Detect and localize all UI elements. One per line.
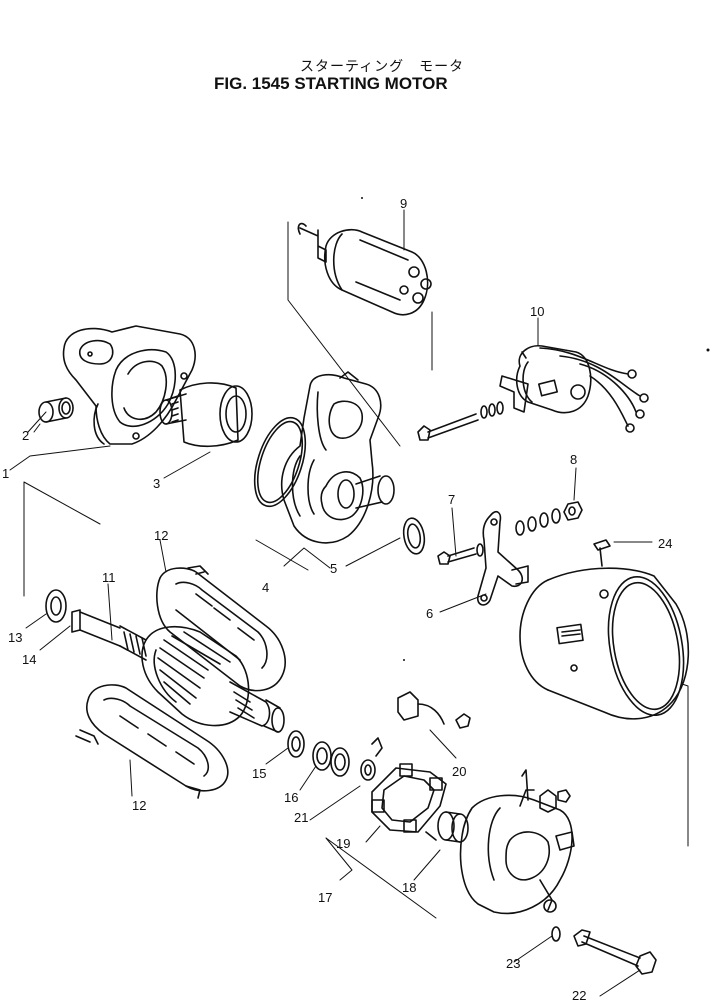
callout-10: 10 <box>530 304 544 319</box>
callout-labels: 1 2 3 4 5 6 7 8 9 10 11 12 12 13 14 15 1… <box>2 196 672 1003</box>
part-washer-13 <box>45 589 67 623</box>
callout-11: 11 <box>102 570 116 585</box>
callout-1: 1 <box>2 466 9 481</box>
part-front-housing <box>62 325 196 445</box>
part-washer-16 <box>312 741 350 777</box>
callout-3: 3 <box>153 476 160 491</box>
assembly-lines <box>23 411 689 847</box>
figure-title-japanese: スターティング モータ <box>300 59 465 75</box>
callout-24: 24 <box>658 536 672 551</box>
callout-19: 19 <box>336 836 350 851</box>
part-spring-bearing <box>360 737 383 781</box>
part-relay <box>499 344 649 433</box>
callout-4: 4 <box>262 580 269 595</box>
callout-9: 9 <box>400 196 407 211</box>
callout-8: 8 <box>570 452 577 467</box>
callout-7: 7 <box>448 492 455 507</box>
part-bushing-5 <box>402 517 426 555</box>
part-o-ring <box>253 416 307 508</box>
part-screw-24 <box>593 539 611 567</box>
part-through-bolt <box>573 929 657 975</box>
callout-17: 17 <box>318 890 332 905</box>
callout-5: 5 <box>330 561 337 576</box>
part-nuts-washers <box>515 501 583 536</box>
part-pinion-clutch <box>159 382 253 448</box>
part-magnetic-switch <box>297 222 432 316</box>
callout-6: 6 <box>426 606 433 621</box>
part-armature <box>71 609 285 733</box>
callout-2: 2 <box>22 428 29 443</box>
part-washer-23 <box>551 926 561 942</box>
callout-13: 13 <box>8 630 22 645</box>
callout-22: 22 <box>572 988 586 1003</box>
callout-14: 14 <box>22 652 36 667</box>
callout-21: 21 <box>294 810 308 825</box>
part-bushing-18 <box>437 811 469 843</box>
callout-20: 20 <box>452 764 466 779</box>
callout-12-upper: 12 <box>154 528 168 543</box>
part-lever <box>476 510 529 606</box>
part-field-coil-upper <box>156 565 286 692</box>
callout-15: 15 <box>252 766 266 781</box>
callout-12-lower: 12 <box>132 798 146 813</box>
callout-16: 16 <box>284 790 298 805</box>
part-lever-bolt <box>437 543 484 565</box>
stray-dots <box>361 197 710 661</box>
bracket-lines-9 <box>287 221 433 447</box>
callout-18: 18 <box>402 880 416 895</box>
part-field-coil-lower <box>75 684 229 799</box>
part-yoke <box>519 567 690 720</box>
part-rear-cover <box>459 769 575 915</box>
part-brush-lead <box>397 691 471 729</box>
figure-title: FIG. 1545 STARTING MOTOR <box>214 74 448 93</box>
leader-lines <box>9 209 653 997</box>
part-relay-bolt <box>417 401 504 441</box>
part-washer-15 <box>287 730 305 758</box>
part-lever-housing <box>280 371 395 544</box>
callout-23: 23 <box>506 956 520 971</box>
part-brush-holder <box>371 763 447 841</box>
part-bushing <box>38 397 74 423</box>
